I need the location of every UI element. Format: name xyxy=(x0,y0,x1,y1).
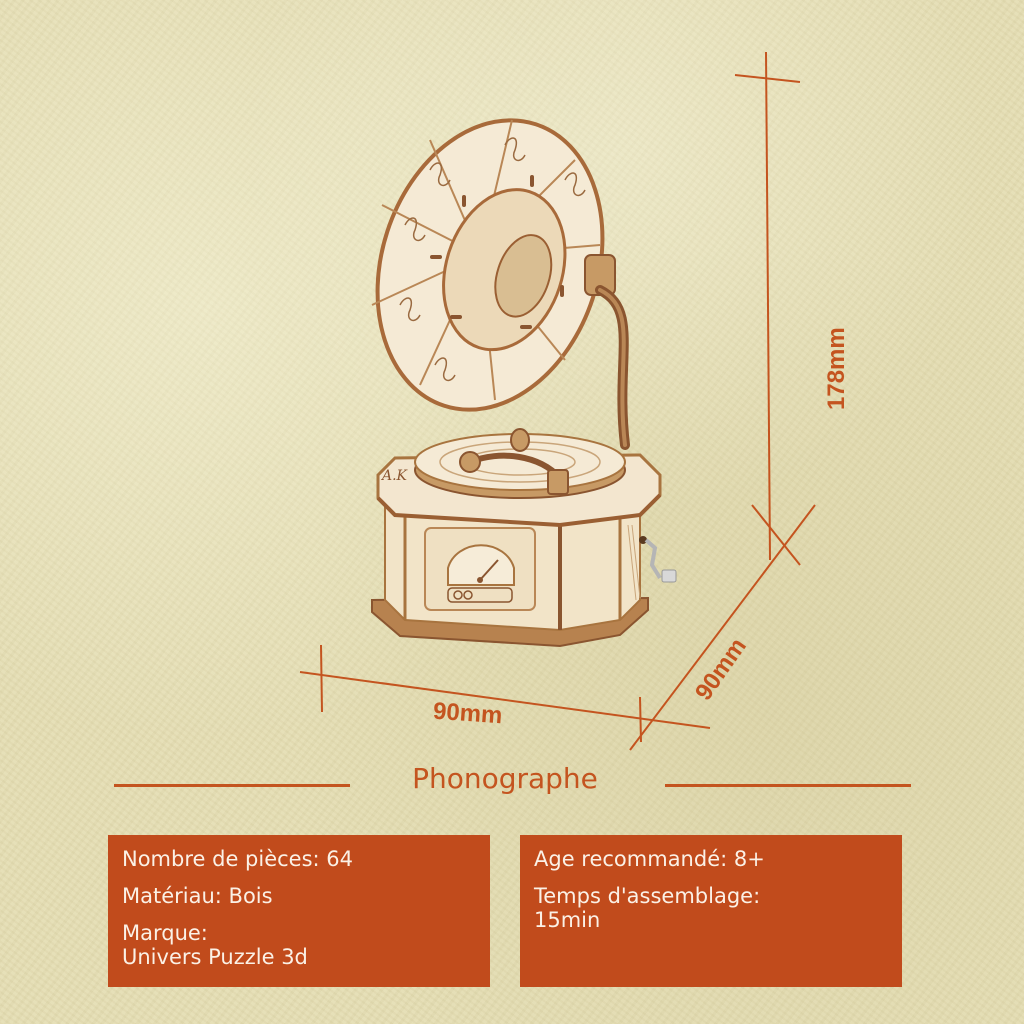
spec-material: Matériau: Bois xyxy=(122,884,273,909)
width-dimension-label: 90mm xyxy=(432,697,504,730)
product-title-row: Phonographe xyxy=(0,762,1024,802)
spec-brand: Marque: Univers Puzzle 3d xyxy=(122,921,476,969)
phonograph-base: A.K xyxy=(371,428,677,648)
svg-text:A.K: A.K xyxy=(380,468,409,484)
spec-assembly-value: 15min xyxy=(534,908,601,933)
title-divider-left xyxy=(114,784,350,787)
title-divider-right xyxy=(665,784,911,787)
specs-panel-left: Nombre de pièces: 64 Matériau: Bois Marq… xyxy=(108,835,490,987)
spec-brand-label: Marque: xyxy=(122,921,208,946)
spec-pieces: Nombre de pièces: 64 xyxy=(122,847,353,871)
spec-age: Age recommandé: 8+ xyxy=(534,847,765,871)
height-dimension-label: 178mm xyxy=(823,327,850,410)
product-title: Phonographe xyxy=(412,762,598,795)
phonograph-horn xyxy=(371,118,605,412)
phonograph-neck xyxy=(584,254,630,450)
specs-panel-right: Age recommandé: 8+ Temps d'assemblage: 1… xyxy=(520,835,902,987)
spec-assembly-time: Temps d'assemblage: 15min xyxy=(534,884,888,932)
spec-brand-value: Univers Puzzle 3d xyxy=(122,945,308,970)
dimension-lines xyxy=(299,51,816,751)
spec-assembly-label: Temps d'assemblage: xyxy=(534,884,761,909)
